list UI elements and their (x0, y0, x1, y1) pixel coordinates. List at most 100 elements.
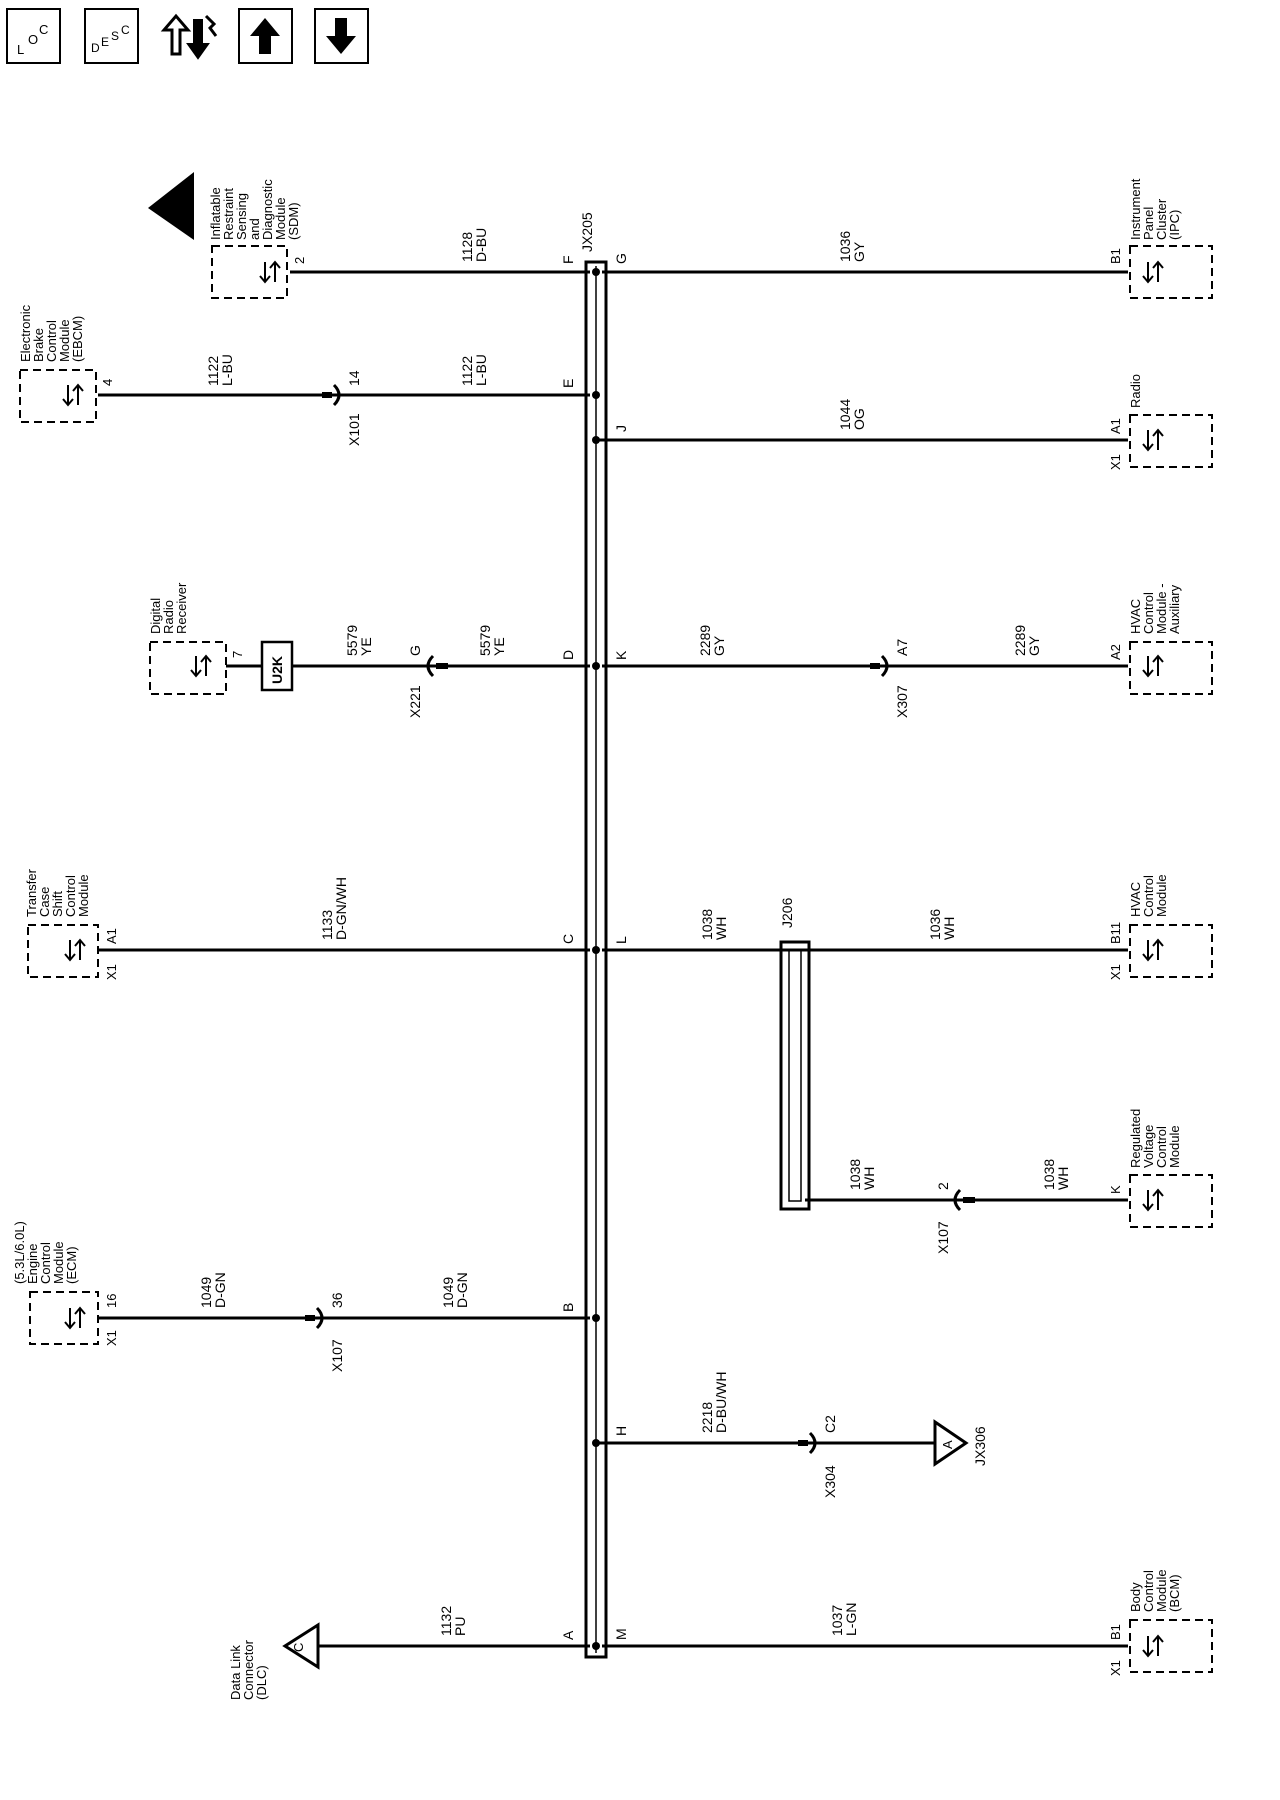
x304-label: X304 (822, 1465, 838, 1498)
wire-1038-number-c: 1038 (1041, 1159, 1057, 1190)
wire-1132-number: 1132 (438, 1606, 454, 1636)
desc-letter-1: D (91, 41, 100, 55)
previous-page-button[interactable] (238, 8, 293, 64)
arrow-down-icon (326, 18, 356, 54)
splice-pin-J: J (613, 425, 629, 432)
wire-1036-gy-number: 1036 (837, 231, 853, 262)
wire-1133-color: D-GN/WH (333, 877, 349, 940)
ecm-line-4: Module (51, 1241, 66, 1284)
sdm-pin: 2 (292, 257, 307, 264)
ebcm-line-4: Module (57, 319, 72, 362)
splice-pin-H: H (613, 1426, 629, 1436)
desc-letter-3: S (111, 29, 119, 43)
arrow-up-icon (250, 18, 280, 54)
tcscm-line-1: Transfer (24, 868, 39, 917)
loc-letter-1: L (17, 42, 24, 57)
wire-2289-number-b: 2289 (1012, 625, 1028, 656)
x221-label: X221 (407, 685, 423, 718)
loc-letter-3: C (39, 22, 48, 37)
desc-letter-4: C (121, 23, 130, 37)
tcscm-line-3: Shift (50, 891, 65, 917)
module-hvac: B11 X1 HVAC Control Module (1108, 874, 1213, 980)
wire-1038-color-a: WH (713, 917, 729, 940)
module-regulated-voltage: K Regulated Voltage Control Module (1108, 1109, 1213, 1228)
ref-a-letter: A (940, 1440, 955, 1449)
wire-1133-number: 1133 (319, 910, 335, 940)
ecm-line-5: (ECM) (64, 1246, 79, 1284)
module-dlc-label: Data Link Connector (DLC) (228, 1639, 269, 1700)
splice-pin-G: G (613, 253, 629, 264)
x107-rvc-pin: 2 (935, 1182, 951, 1190)
module-bcm: B1 X1 Body Control Module (BCM) (1108, 1569, 1213, 1676)
inline-connector-x221: G X221 (407, 645, 448, 718)
ecm-line-3: Control (38, 1242, 53, 1284)
bcm-pin: B1 (1108, 1624, 1123, 1640)
wire-2289-number-a: 2289 (697, 625, 713, 656)
wire-2289-color-b: GY (1026, 635, 1042, 656)
module-radio: A1 X1 Radio (1108, 374, 1213, 470)
splice-pin-K: K (613, 650, 629, 660)
tcscm-line-2: Case (37, 887, 52, 917)
x101-pin: 14 (346, 370, 362, 386)
splice-dot (592, 1439, 600, 1447)
tcscm-line-5: Module (76, 874, 91, 917)
splice-dot (592, 1314, 600, 1322)
module-ipc: B1 Instrument Panel Cluster (IPC) (1108, 178, 1213, 299)
inline-connector-x107-ecm: 36 X107 (305, 1292, 345, 1372)
wire-5579-number-a: 5579 (344, 625, 360, 656)
bcm-line-1: Body (1128, 1582, 1143, 1612)
splice-dot (592, 268, 600, 276)
splice-pin-M: M (613, 1628, 629, 1640)
wire-1038-color-b: WH (861, 1167, 877, 1190)
sdm-line-3: Sensing (234, 193, 249, 240)
ebcm-line-1: Electronic (18, 304, 33, 362)
splice-j206-core (788, 949, 802, 1202)
hvaca-line-3: Module - (1154, 583, 1169, 634)
rvc-line-2: Voltage (1141, 1125, 1156, 1168)
wire-1038-number-b: 1038 (847, 1159, 863, 1190)
drr-pin: 7 (230, 651, 245, 658)
service-info-button[interactable] (158, 6, 220, 66)
inline-connector-x101: 14 X101 (322, 370, 362, 446)
splice-dots (592, 268, 600, 1650)
description-button[interactable]: D E S C (84, 8, 139, 64)
next-page-button[interactable] (314, 8, 369, 64)
location-button[interactable]: L O C (6, 8, 61, 64)
hvac-x1: X1 (1108, 964, 1123, 980)
module-ecm: 16 X1 (5.3L/6.0L) Engine Control Module … (12, 1221, 119, 1346)
splice-pack-jx205 (584, 260, 608, 1659)
x107-rvc-label: X107 (935, 1221, 951, 1254)
splice-pin-B: B (560, 1303, 576, 1312)
module-digital-radio-receiver: 7 Digital Radio Receiver (148, 582, 245, 695)
ipc-line-2: Panel (1141, 207, 1156, 240)
dlc-line-3: (DLC) (254, 1665, 269, 1700)
description-icon: D E S C (91, 23, 130, 55)
sdm-line-7: (SDM) (286, 202, 301, 240)
splice-dot (592, 1642, 600, 1650)
drr-line-3: Receiver (174, 582, 189, 634)
u2k-box: U2K (260, 640, 294, 692)
ecm-x1: X1 (104, 1330, 119, 1346)
splice-dot (592, 946, 600, 954)
sdm-line-6: Module (273, 197, 288, 240)
bcm-line-2: Control (1141, 1570, 1156, 1612)
x221-pin: G (407, 645, 423, 656)
wire-1049-color-a: D-GN (212, 1272, 228, 1308)
hvaca-line-2: Control (1141, 592, 1156, 634)
hvac-line-3: Module (1154, 874, 1169, 917)
wire-1036-wh-number: 1036 (927, 909, 943, 940)
wire-1122-number-b: 1122 (459, 356, 475, 386)
tcscm-pin: A1 (104, 928, 119, 944)
ecm-line-1: (5.3L/6.0L) (12, 1221, 27, 1284)
wire-1128-number: 1128 (459, 232, 475, 262)
module-transfer-case: A1 X1 Transfer Case Shift Control Module (24, 868, 119, 980)
wire-1036-gy-color: GY (851, 241, 867, 262)
wire-2289-color-a: GY (711, 635, 727, 656)
wire-1049-number-b: 1049 (440, 1277, 456, 1308)
wire-2218-number: 2218 (699, 1402, 715, 1433)
radio-pin: A1 (1108, 418, 1123, 434)
jx306-label: JX306 (972, 1426, 988, 1466)
wire-1044-number: 1044 (837, 399, 853, 430)
wire-1037-number: 1037 (829, 1605, 845, 1636)
wire-1049-number-a: 1049 (198, 1277, 214, 1308)
